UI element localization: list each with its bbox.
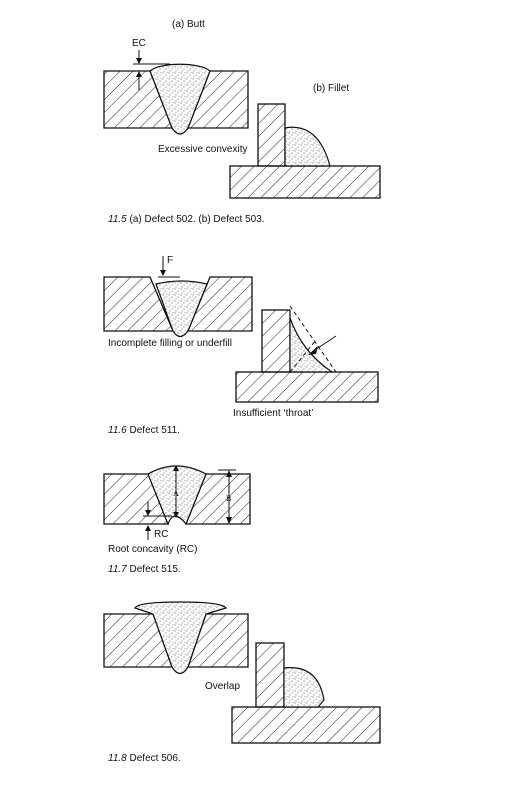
ec-dimension-label: EC — [132, 38, 146, 49]
throat-base-plate — [235, 371, 379, 403]
caption-text: Defect 515. — [127, 564, 181, 575]
caption-11-7: 11.7 Defect 515. — [108, 564, 181, 575]
butt-weld-bead — [149, 63, 211, 135]
throat-pointer-arrow — [308, 335, 337, 355]
label-a: A — [173, 489, 179, 498]
underfill-weld-bead — [155, 280, 208, 338]
figure-11-7: A B RC Root concavity (RC) 11.7 Defect 5… — [103, 465, 251, 575]
caption-text: Defect 511. — [127, 425, 180, 436]
overlap-label: Overlap — [205, 681, 240, 692]
fillet-base-plate — [229, 165, 381, 199]
panel-a-label: (a) Butt — [172, 19, 205, 30]
caption-number: 11.6 — [108, 425, 127, 436]
excessive-convexity-label: Excessive convexity — [158, 144, 247, 155]
rc-dimension-arrows — [143, 502, 172, 540]
caption-11-6: 11.6 Defect 511. — [108, 425, 180, 436]
caption-number: 11.8 — [108, 753, 127, 764]
figure-11-5: (a) Butt EC (b) Fillet Excessive convexi… — [103, 19, 381, 225]
label-b: B — [226, 494, 231, 503]
root-weld-bead — [147, 465, 207, 526]
throat-vertical-plate — [261, 309, 291, 373]
overlap-weld-bead — [134, 601, 227, 675]
fillet-vertical-plate — [257, 103, 286, 167]
caption-11-8: 11.8 Defect 506. — [108, 753, 181, 764]
figure-11-8: Overlap 11.8 Defect 506. — [103, 601, 381, 764]
caption-text: Defect 506. — [127, 753, 181, 764]
figure-11-6: F Incomplete filling or underfill Insuff… — [103, 255, 379, 436]
caption-number: 11.5 — [108, 214, 127, 225]
overlap-vertical-plate — [255, 642, 285, 708]
rc-dimension-label: RC — [154, 529, 168, 540]
overlap-base-plate — [231, 706, 381, 744]
dimension-a-arrow — [173, 465, 179, 518]
dimension-b-arrow — [218, 469, 236, 525]
fillet-weld-bead — [284, 126, 331, 167]
f-dimension-label: F — [167, 255, 173, 266]
caption-11-5: 11.5 (a) Defect 502. (b) Defect 503. — [108, 214, 265, 225]
overlap-fillet-bead — [283, 667, 325, 708]
root-concavity-label: Root concavity (RC) — [108, 544, 197, 555]
insufficient-throat-label: Insufficient ‘throat’ — [233, 408, 313, 419]
caption-number: 11.7 — [108, 564, 127, 575]
panel-b-label: (b) Fillet — [313, 83, 349, 94]
caption-text: (a) Defect 502. (b) Defect 503. — [127, 214, 265, 225]
underfill-label: Incomplete filling or underfill — [108, 338, 232, 349]
